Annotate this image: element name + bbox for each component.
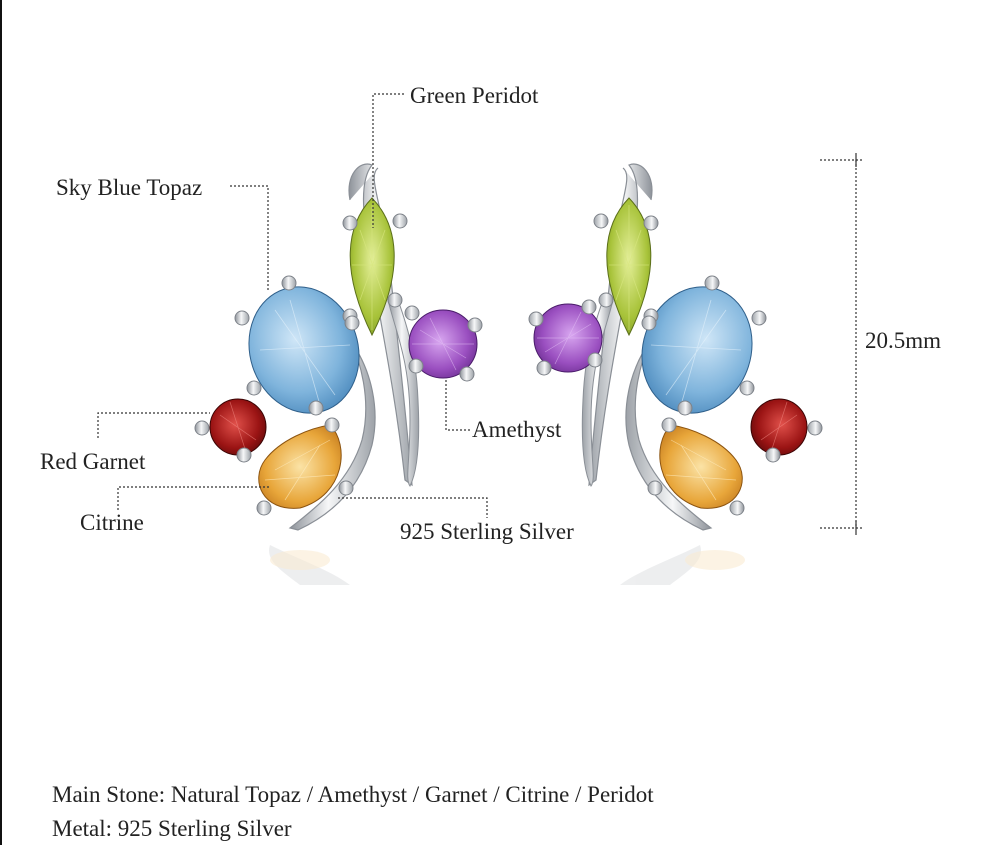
label-sky-blue-topaz: Sky Blue Topaz: [56, 175, 203, 200]
label-dimension: 20.5mm: [865, 328, 942, 353]
leader-lines: [97, 93, 862, 529]
label-amethyst: Amethyst: [472, 417, 562, 442]
label-green-peridot: Green Peridot: [410, 83, 539, 108]
spec-metal: Metal: 925 Sterling Silver: [52, 816, 292, 841]
reflection: [269, 545, 745, 585]
spec-main-stone: Main Stone: Natural Topaz / Amethyst / G…: [52, 782, 654, 807]
label-citrine: Citrine: [80, 510, 144, 535]
left-border: [0, 0, 2, 845]
right-earring: [528, 163, 823, 531]
label-sterling-silver: 925 Sterling Silver: [400, 519, 574, 544]
left-earring: [194, 163, 483, 531]
label-red-garnet: Red Garnet: [40, 449, 146, 474]
